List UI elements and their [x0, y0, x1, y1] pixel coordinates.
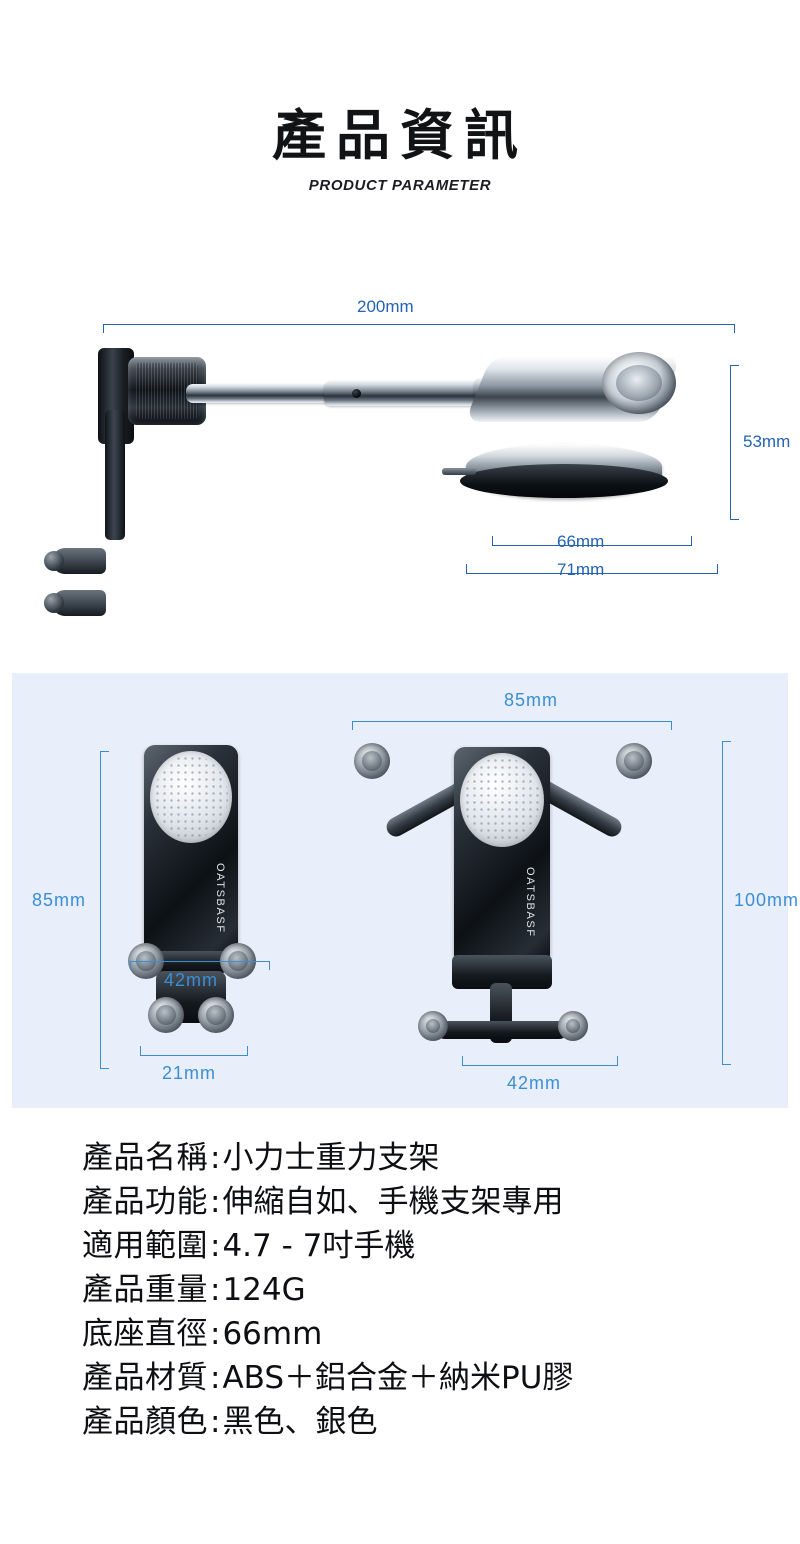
spec-separator: : [210, 1404, 221, 1440]
spec-label: 產品顏色 [82, 1404, 208, 1440]
dimension-label-mount-height: 53mm [743, 432, 791, 451]
spec-row: 產品顏色:黑色、銀色 [82, 1400, 782, 1444]
suction-cup-lower-left [148, 997, 184, 1033]
arm-cup-left [354, 743, 390, 779]
spec-label: 產品功能 [82, 1184, 208, 1220]
holder-grip-pad [150, 751, 232, 843]
spec-value: 黑色、銀色 [222, 1404, 378, 1440]
page-title: 產品資訊 [272, 104, 528, 167]
arm-hole-1 [352, 389, 361, 398]
spec-value: ABS＋鋁合金＋納米PU膠 [222, 1360, 574, 1396]
dimension-label-closed-grip: 42mm [164, 970, 219, 990]
spec-label: 適用範圍 [82, 1228, 208, 1264]
arm-cup-right [616, 743, 652, 779]
spec-label: 產品名稱 [82, 1140, 208, 1176]
holder-side-arm [105, 410, 125, 540]
spec-label: 產品材質 [82, 1360, 208, 1396]
gravity-holder-panel: OATSBASF 85mm 42mm 21mm [12, 673, 798, 1108]
specification-list: 產品名稱:小力士重力支架 產品功能:伸縮自如、手機支架專用 適用範圍:4.7 -… [82, 1136, 782, 1444]
spec-value: 4.7 - 7吋手機 [222, 1228, 416, 1264]
spec-value: 124G [222, 1272, 306, 1308]
spec-label: 底座直徑 [82, 1316, 208, 1352]
spec-row: 產品重量:124G [82, 1268, 782, 1312]
arm-segment-2 [324, 381, 484, 406]
holder-foot-upper [44, 548, 106, 574]
brand-label: OATSBASF [524, 867, 536, 938]
spec-separator: : [210, 1184, 221, 1220]
holder-foot-bar [436, 1021, 568, 1039]
holder-lower-clamp [154, 951, 228, 973]
spec-separator: : [210, 1360, 221, 1396]
dimension-label-open-width: 85mm [504, 690, 559, 710]
page-subtitle: PRODUCT PARAMETER [308, 176, 492, 194]
spec-value: 小力士重力支架 [222, 1140, 440, 1176]
dimension-label-closed-height: 85mm [32, 890, 87, 910]
spec-row: 產品功能:伸縮自如、手機支架專用 [82, 1180, 782, 1224]
spec-row: 底座直徑:66mm [82, 1312, 782, 1356]
spec-separator: : [210, 1316, 221, 1352]
base-cup-left [418, 1011, 448, 1041]
brand-label: OATSBASF [214, 863, 226, 934]
base-cup-right [558, 1011, 588, 1041]
spec-value: 伸縮自如、手機支架專用 [222, 1184, 564, 1220]
dimension-label-closed-foot: 21mm [162, 1063, 217, 1083]
spec-row: 產品名稱:小力士重力支架 [82, 1136, 782, 1180]
spec-separator: : [210, 1140, 221, 1176]
dimension-label-arm-length: 200mm [357, 297, 414, 316]
header: 產品資訊 PRODUCT PARAMETER [0, 104, 800, 194]
dimension-label-open-height: 100mm [734, 890, 800, 910]
arm-segment-1 [186, 384, 336, 403]
dimension-label-open-foot: 42mm [507, 1073, 562, 1093]
dimension-label-suction-pad: 66mm [557, 532, 605, 551]
gravity-holder-open: OATSBASF [354, 721, 662, 1071]
gravity-holder-closed: OATSBASF [122, 735, 292, 1065]
spec-label: 產品重量 [82, 1272, 208, 1308]
spec-separator: : [210, 1272, 221, 1308]
figure-telescopic-mount: 200mm [0, 260, 800, 660]
spec-row: 產品材質:ABS＋鋁合金＋納米PU膠 [82, 1356, 782, 1400]
suction-base-lip [460, 464, 668, 498]
holder-grip-pad [460, 753, 544, 847]
dimension-label-base-outer: 71mm [557, 560, 605, 579]
suction-release-lever[interactable] [442, 468, 476, 475]
spec-row: 適用範圍:4.7 - 7吋手機 [82, 1224, 782, 1268]
suction-mount [442, 352, 682, 512]
spec-value: 66mm [222, 1316, 323, 1352]
spec-separator: : [210, 1228, 221, 1264]
mount-ring-joint [602, 352, 676, 414]
suction-cup-lower-right [198, 997, 234, 1033]
holder-foot-lower [44, 590, 106, 616]
